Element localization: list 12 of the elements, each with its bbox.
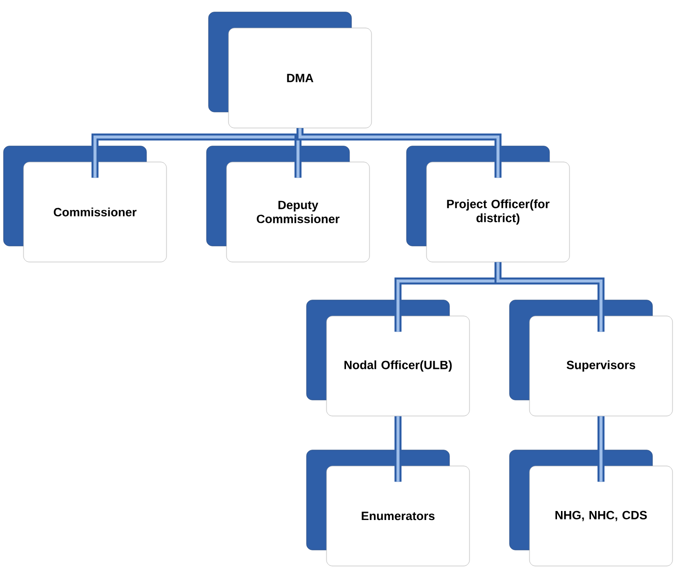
org-box: Deputy Commissioner [206, 146, 370, 262]
org-box: NHG, NHC, CDS [509, 450, 673, 566]
org-box: Enumerators [306, 450, 470, 566]
connector [598, 416, 604, 482]
org-box: DMA [208, 12, 372, 128]
connector [394, 416, 402, 482]
connector [494, 262, 604, 332]
org-box: Nodal Officer(ULB) [306, 300, 470, 416]
org-box: Commissioner [3, 146, 167, 262]
org-box: Supervisors [509, 300, 673, 416]
connector [296, 128, 502, 178]
org-box: Project Officer(for district) [406, 146, 570, 262]
